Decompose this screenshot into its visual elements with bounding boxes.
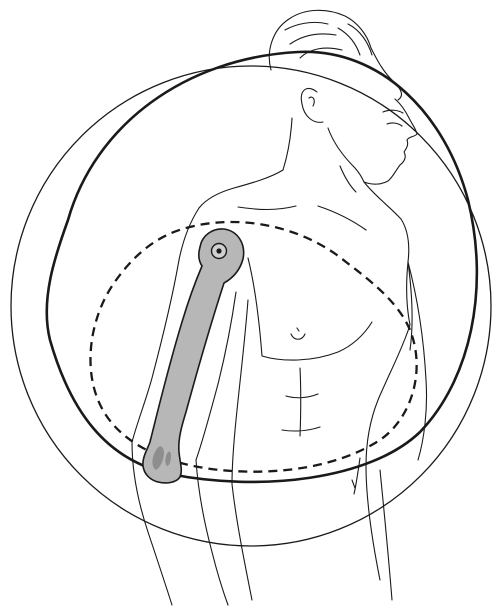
- pivot-dot: [216, 248, 221, 253]
- shoulder-pivot-marker: [212, 244, 227, 259]
